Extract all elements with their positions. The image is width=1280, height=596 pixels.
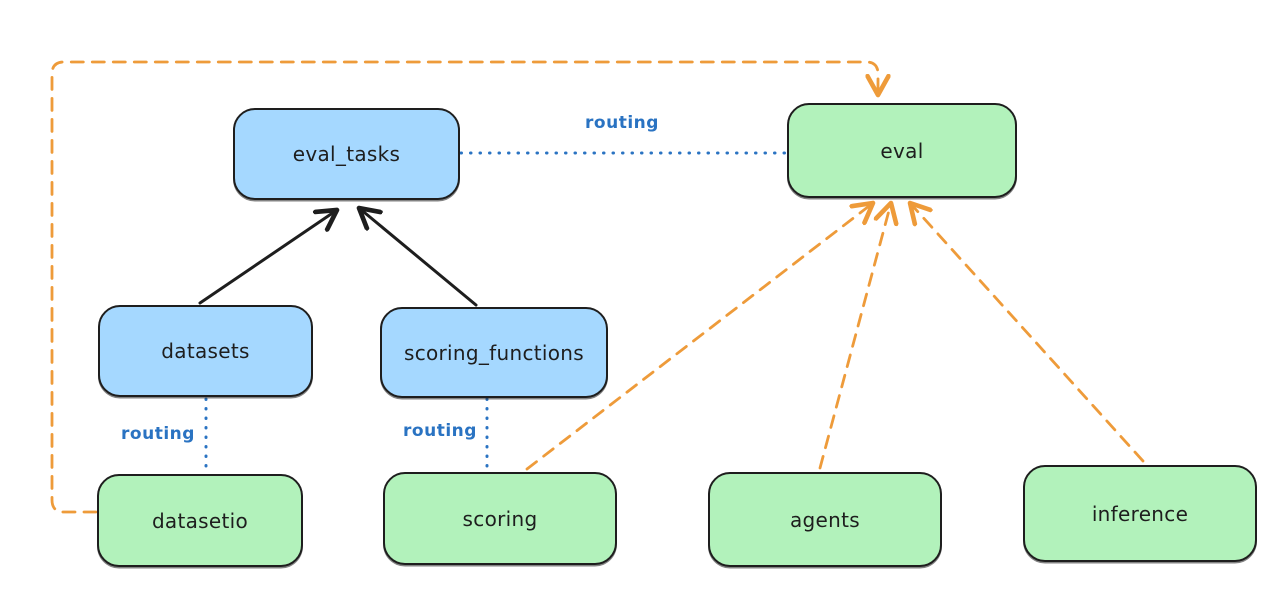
node-datasets-label: datasets	[161, 339, 250, 363]
node-scoring-functions-label: scoring_functions	[403, 340, 585, 365]
node-eval: eval	[787, 103, 1017, 198]
node-scoring-label: scoring	[462, 506, 538, 531]
edge-datasets-to-eval-tasks	[198, 210, 337, 305]
edge-inference-to-eval	[910, 203, 1145, 463]
routing-label-eval-tasks-eval: routing	[585, 113, 659, 133]
node-scoring-functions: scoring_functions	[380, 307, 608, 398]
node-scoring: scoring	[383, 472, 617, 565]
node-agents-label: agents	[790, 507, 860, 532]
node-eval-tasks: eval_tasks	[233, 108, 460, 200]
node-eval-tasks-label: eval_tasks	[292, 142, 401, 166]
node-datasetio-label: datasetio	[151, 508, 249, 533]
routing-label-scoring-functions-scoring: routing	[403, 421, 477, 441]
edge-datasetio-to-eval	[50, 60, 878, 514]
node-eval-label: eval	[880, 138, 924, 163]
edge-scoring-functions-to-eval-tasks	[359, 208, 478, 307]
node-datasets: datasets	[98, 305, 313, 397]
node-inference: inference	[1023, 465, 1257, 562]
edge-agents-to-eval	[818, 203, 891, 470]
routing-label-datasets-datasetio: routing	[121, 424, 195, 444]
node-datasetio: datasetio	[97, 474, 303, 567]
node-agents: agents	[708, 472, 942, 567]
node-inference-label: inference	[1091, 501, 1189, 526]
